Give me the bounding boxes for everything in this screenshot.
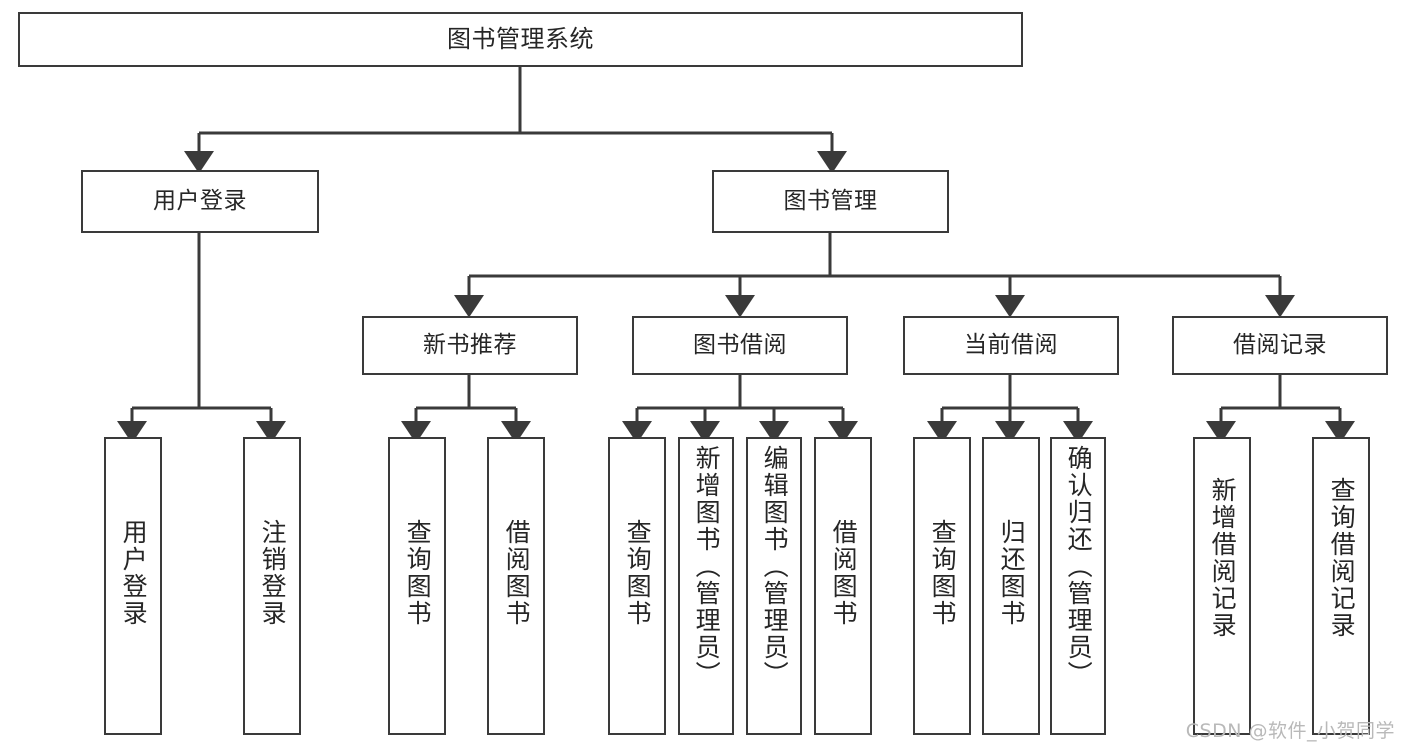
node-new-book-recommend[interactable]: 新书推荐 [362, 316, 578, 375]
node-book-management[interactable]: 图书管理 [712, 170, 949, 233]
leaf-add-book-label: 新增图书（管理员） [692, 445, 722, 688]
leaf-query-record-label: 查询借阅记录 [1327, 477, 1357, 639]
leaf-edit-book[interactable]: 编辑图书（管理员） [746, 437, 802, 735]
node-borrow-record[interactable]: 借阅记录 [1172, 316, 1388, 375]
leaf-query-record[interactable]: 查询借阅记录 [1312, 437, 1370, 735]
node-new-book-recommend-label: 新书推荐 [423, 331, 517, 358]
node-user-login[interactable]: 用户登录 [81, 170, 319, 233]
leaf-add-record-label: 新增借阅记录 [1208, 477, 1238, 639]
leaf-user-login[interactable]: 用户登录 [104, 437, 162, 735]
leaf-return-book[interactable]: 归还图书 [982, 437, 1040, 735]
leaf-add-record[interactable]: 新增借阅记录 [1193, 437, 1251, 735]
node-current-borrow-label: 当前借阅 [964, 331, 1058, 358]
node-book-borrow-label: 图书借阅 [693, 331, 787, 358]
leaf-borrow-book-2-label: 借阅图书 [829, 519, 859, 627]
leaf-query-book-2-label: 查询图书 [623, 519, 653, 627]
node-book-borrow[interactable]: 图书借阅 [632, 316, 848, 375]
leaf-borrow-book-2[interactable]: 借阅图书 [814, 437, 872, 735]
leaf-logout-label: 注销登录 [258, 519, 288, 627]
leaf-add-book[interactable]: 新增图书（管理员） [678, 437, 734, 735]
leaf-confirm-return-label: 确认归还（管理员） [1064, 445, 1094, 688]
leaf-logout[interactable]: 注销登录 [243, 437, 301, 735]
node-user-login-label: 用户登录 [153, 187, 247, 214]
node-current-borrow[interactable]: 当前借阅 [903, 316, 1119, 375]
leaf-return-book-label: 归还图书 [997, 519, 1027, 627]
leaf-query-book-3[interactable]: 查询图书 [913, 437, 971, 735]
node-book-management-label: 图书管理 [783, 187, 878, 214]
leaf-borrow-book-1-label: 借阅图书 [502, 519, 532, 627]
node-root-label: 图书管理系统 [447, 25, 594, 54]
leaf-edit-book-label: 编辑图书（管理员） [760, 445, 790, 688]
leaf-query-book-3-label: 查询图书 [928, 519, 958, 627]
leaf-user-login-label: 用户登录 [119, 519, 149, 627]
leaf-query-book-1-label: 查询图书 [403, 519, 433, 627]
leaf-query-book-2[interactable]: 查询图书 [608, 437, 666, 735]
watermark-text: CSDN @软件_小贺同学 [1185, 720, 1395, 742]
node-borrow-record-label: 借阅记录 [1233, 331, 1327, 358]
node-root[interactable]: 图书管理系统 [18, 12, 1023, 67]
leaf-borrow-book-1[interactable]: 借阅图书 [487, 437, 545, 735]
leaf-query-book-1[interactable]: 查询图书 [388, 437, 446, 735]
leaf-confirm-return[interactable]: 确认归还（管理员） [1050, 437, 1106, 735]
